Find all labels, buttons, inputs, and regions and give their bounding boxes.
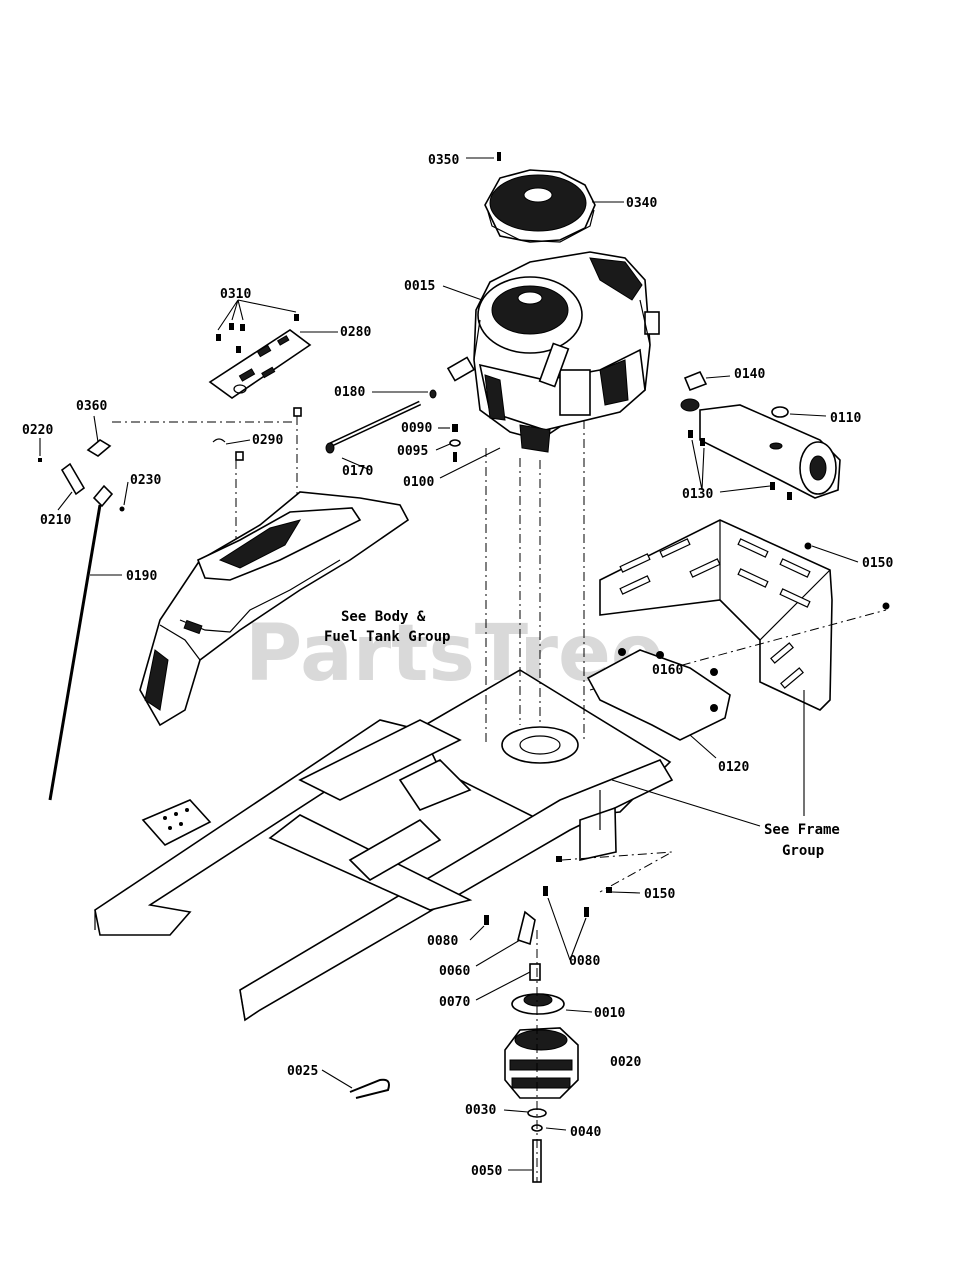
label-0180: 0180 [334, 385, 365, 400]
label-0050: 0050 [471, 1164, 502, 1179]
label-0080-right: 0080 [569, 954, 600, 969]
label-0080-left: 0080 [427, 934, 458, 949]
label-0020: 0020 [610, 1055, 641, 1070]
label-0360: 0360 [76, 399, 107, 414]
label-0210: 0210 [40, 513, 71, 528]
label-0150-lower: 0150 [644, 887, 675, 902]
note-body-group-line1: See Body & [341, 609, 426, 625]
label-0190: 0190 [126, 569, 157, 584]
label-0220: 0220 [22, 423, 53, 438]
label-0170: 0170 [342, 464, 373, 479]
note-frame-group-line1: See Frame [764, 822, 840, 838]
label-0350: 0350 [428, 153, 459, 168]
label-0290: 0290 [252, 433, 283, 448]
label-0280: 0280 [340, 325, 371, 340]
label-0040: 0040 [570, 1125, 601, 1140]
note-body-group-line2: Fuel Tank Group [324, 629, 450, 645]
dash-panel [208, 329, 312, 399]
frame-bolts [484, 856, 612, 925]
heat-shield [599, 519, 890, 711]
blower-housing-cover [484, 169, 596, 243]
cover-bolt [497, 152, 501, 161]
label-0160: 0160 [652, 663, 683, 678]
callout-labels: 0350 0340 0015 0310 0280 0180 0090 0095 … [22, 153, 893, 1179]
label-0025: 0025 [287, 1064, 318, 1079]
label-0090: 0090 [401, 421, 432, 436]
label-0030: 0030 [465, 1103, 496, 1118]
label-0340: 0340 [626, 196, 657, 211]
pto-clutch-assembly [504, 910, 579, 1183]
reference-notes: See Body & Fuel Tank Group See Frame Gro… [324, 609, 840, 859]
body-fuel-tank-shroud [139, 491, 410, 727]
shield-bracket [586, 648, 731, 741]
label-0140: 0140 [734, 367, 765, 382]
label-0120: 0120 [718, 760, 749, 775]
label-0060: 0060 [439, 964, 470, 979]
engine-mount-hardware [449, 424, 461, 462]
label-0015: 0015 [404, 279, 435, 294]
label-0130: 0130 [682, 487, 713, 502]
engine [446, 251, 660, 453]
label-0230: 0230 [130, 473, 161, 488]
label-0070: 0070 [439, 995, 470, 1010]
label-0010: 0010 [594, 1006, 625, 1021]
label-0095: 0095 [397, 444, 428, 459]
label-0150-upper: 0150 [862, 556, 893, 571]
panel-screws [216, 314, 299, 353]
dipstick-tube [325, 389, 437, 454]
note-frame-group-line2: Group [782, 843, 824, 859]
throttle-control [38, 439, 125, 801]
muffler [680, 370, 841, 500]
hairpin-clip [349, 1078, 390, 1099]
label-0110: 0110 [830, 411, 861, 426]
label-0310: 0310 [220, 287, 251, 302]
label-0100: 0100 [403, 475, 434, 490]
tractor-frame [94, 669, 674, 1022]
